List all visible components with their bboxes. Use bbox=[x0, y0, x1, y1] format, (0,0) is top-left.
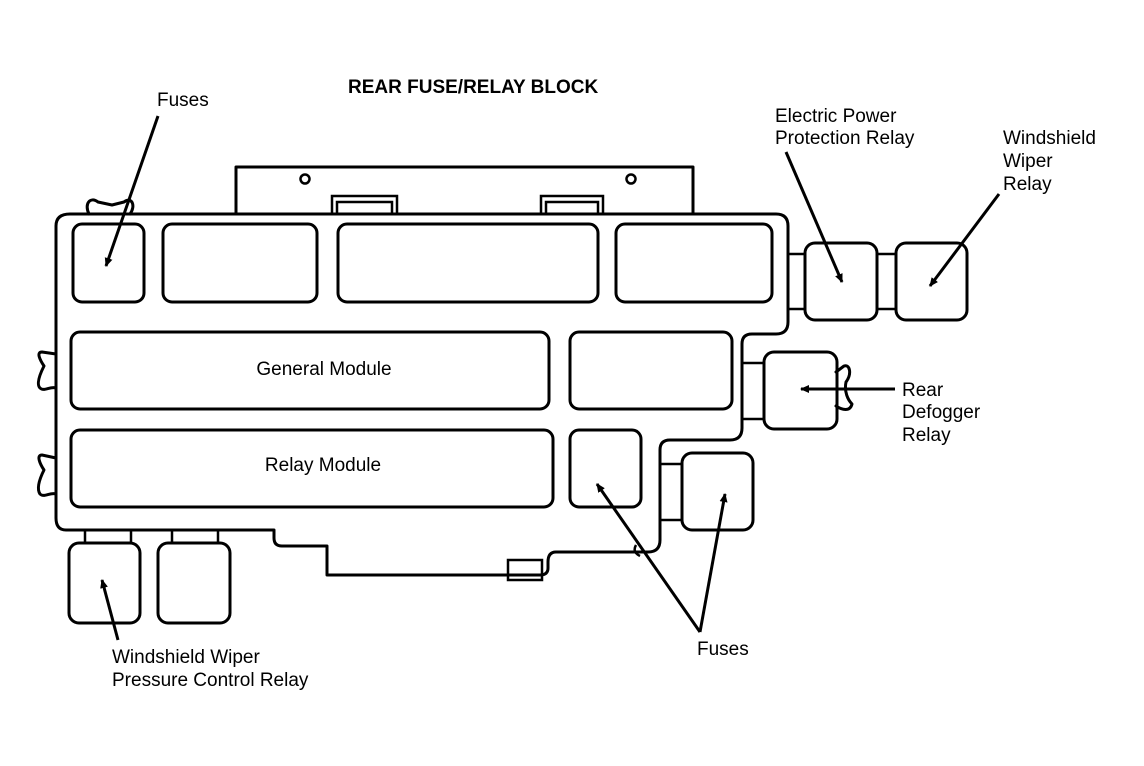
side-clip bbox=[36, 350, 58, 391]
housing-outline bbox=[54, 212, 790, 577]
fuse-block-lower-right[interactable] bbox=[660, 451, 755, 532]
module-slot-4[interactable] bbox=[568, 330, 734, 411]
label-wiper-pressure-line-2: Pressure Control Relay bbox=[112, 670, 309, 691]
leader-fuses-lower-2 bbox=[698, 493, 728, 633]
general-module[interactable] bbox=[69, 330, 551, 411]
leader-wiper-pressure-control-relay bbox=[100, 579, 120, 641]
mounting-hole bbox=[299, 173, 311, 185]
bottom-relay-2[interactable] bbox=[156, 530, 232, 625]
label-rear-defogger-line-3: Relay bbox=[902, 425, 951, 446]
module-slot-1[interactable] bbox=[161, 222, 319, 304]
bottom-tab bbox=[506, 558, 544, 582]
label-fuses-bottom-right: Fuses bbox=[697, 639, 749, 660]
fuse-box-lower[interactable] bbox=[568, 428, 643, 509]
label-wiper-pressure-line-1: Windshield Wiper bbox=[112, 647, 260, 668]
label-fuses-top-left: Fuses bbox=[157, 90, 209, 111]
leader-electric-power-protection-relay bbox=[784, 151, 844, 283]
general-module-label: General Module bbox=[256, 359, 391, 380]
module-slot-3[interactable] bbox=[614, 222, 774, 304]
leader-fuses-lower-1 bbox=[595, 483, 702, 633]
leader-fuses-top-left bbox=[104, 115, 160, 267]
label-windshield-wiper-relay-line-2: Wiper bbox=[1003, 151, 1053, 172]
connector-tab bbox=[539, 194, 605, 216]
top-mounting-plate bbox=[234, 165, 695, 216]
label-rear-defogger-line-2: Defogger bbox=[902, 402, 981, 423]
electric-power-protection-relay[interactable] bbox=[788, 241, 879, 322]
label-windshield-wiper-relay-line-1: Windshield bbox=[1003, 128, 1096, 149]
leader-windshield-wiper-relay bbox=[928, 193, 1001, 287]
label-electric-power-line-2: Protection Relay bbox=[775, 128, 915, 149]
relay-module[interactable] bbox=[69, 428, 555, 509]
diagram-title: REAR FUSE/RELAY BLOCK bbox=[348, 77, 598, 98]
label-rear-defogger-line-1: Rear bbox=[902, 380, 944, 401]
side-clip bbox=[36, 453, 58, 497]
windshield-wiper-pressure-control-relay[interactable] bbox=[67, 530, 142, 625]
label-electric-power-line-1: Electric Power bbox=[775, 106, 897, 127]
module-slot-2[interactable] bbox=[336, 222, 600, 304]
mounting-clip bbox=[85, 198, 135, 216]
label-windshield-wiper-relay-line-3: Relay bbox=[1003, 174, 1052, 195]
mounting-hole bbox=[625, 173, 637, 185]
connector-tab bbox=[330, 194, 399, 216]
relay-module-label: Relay Module bbox=[265, 455, 381, 476]
